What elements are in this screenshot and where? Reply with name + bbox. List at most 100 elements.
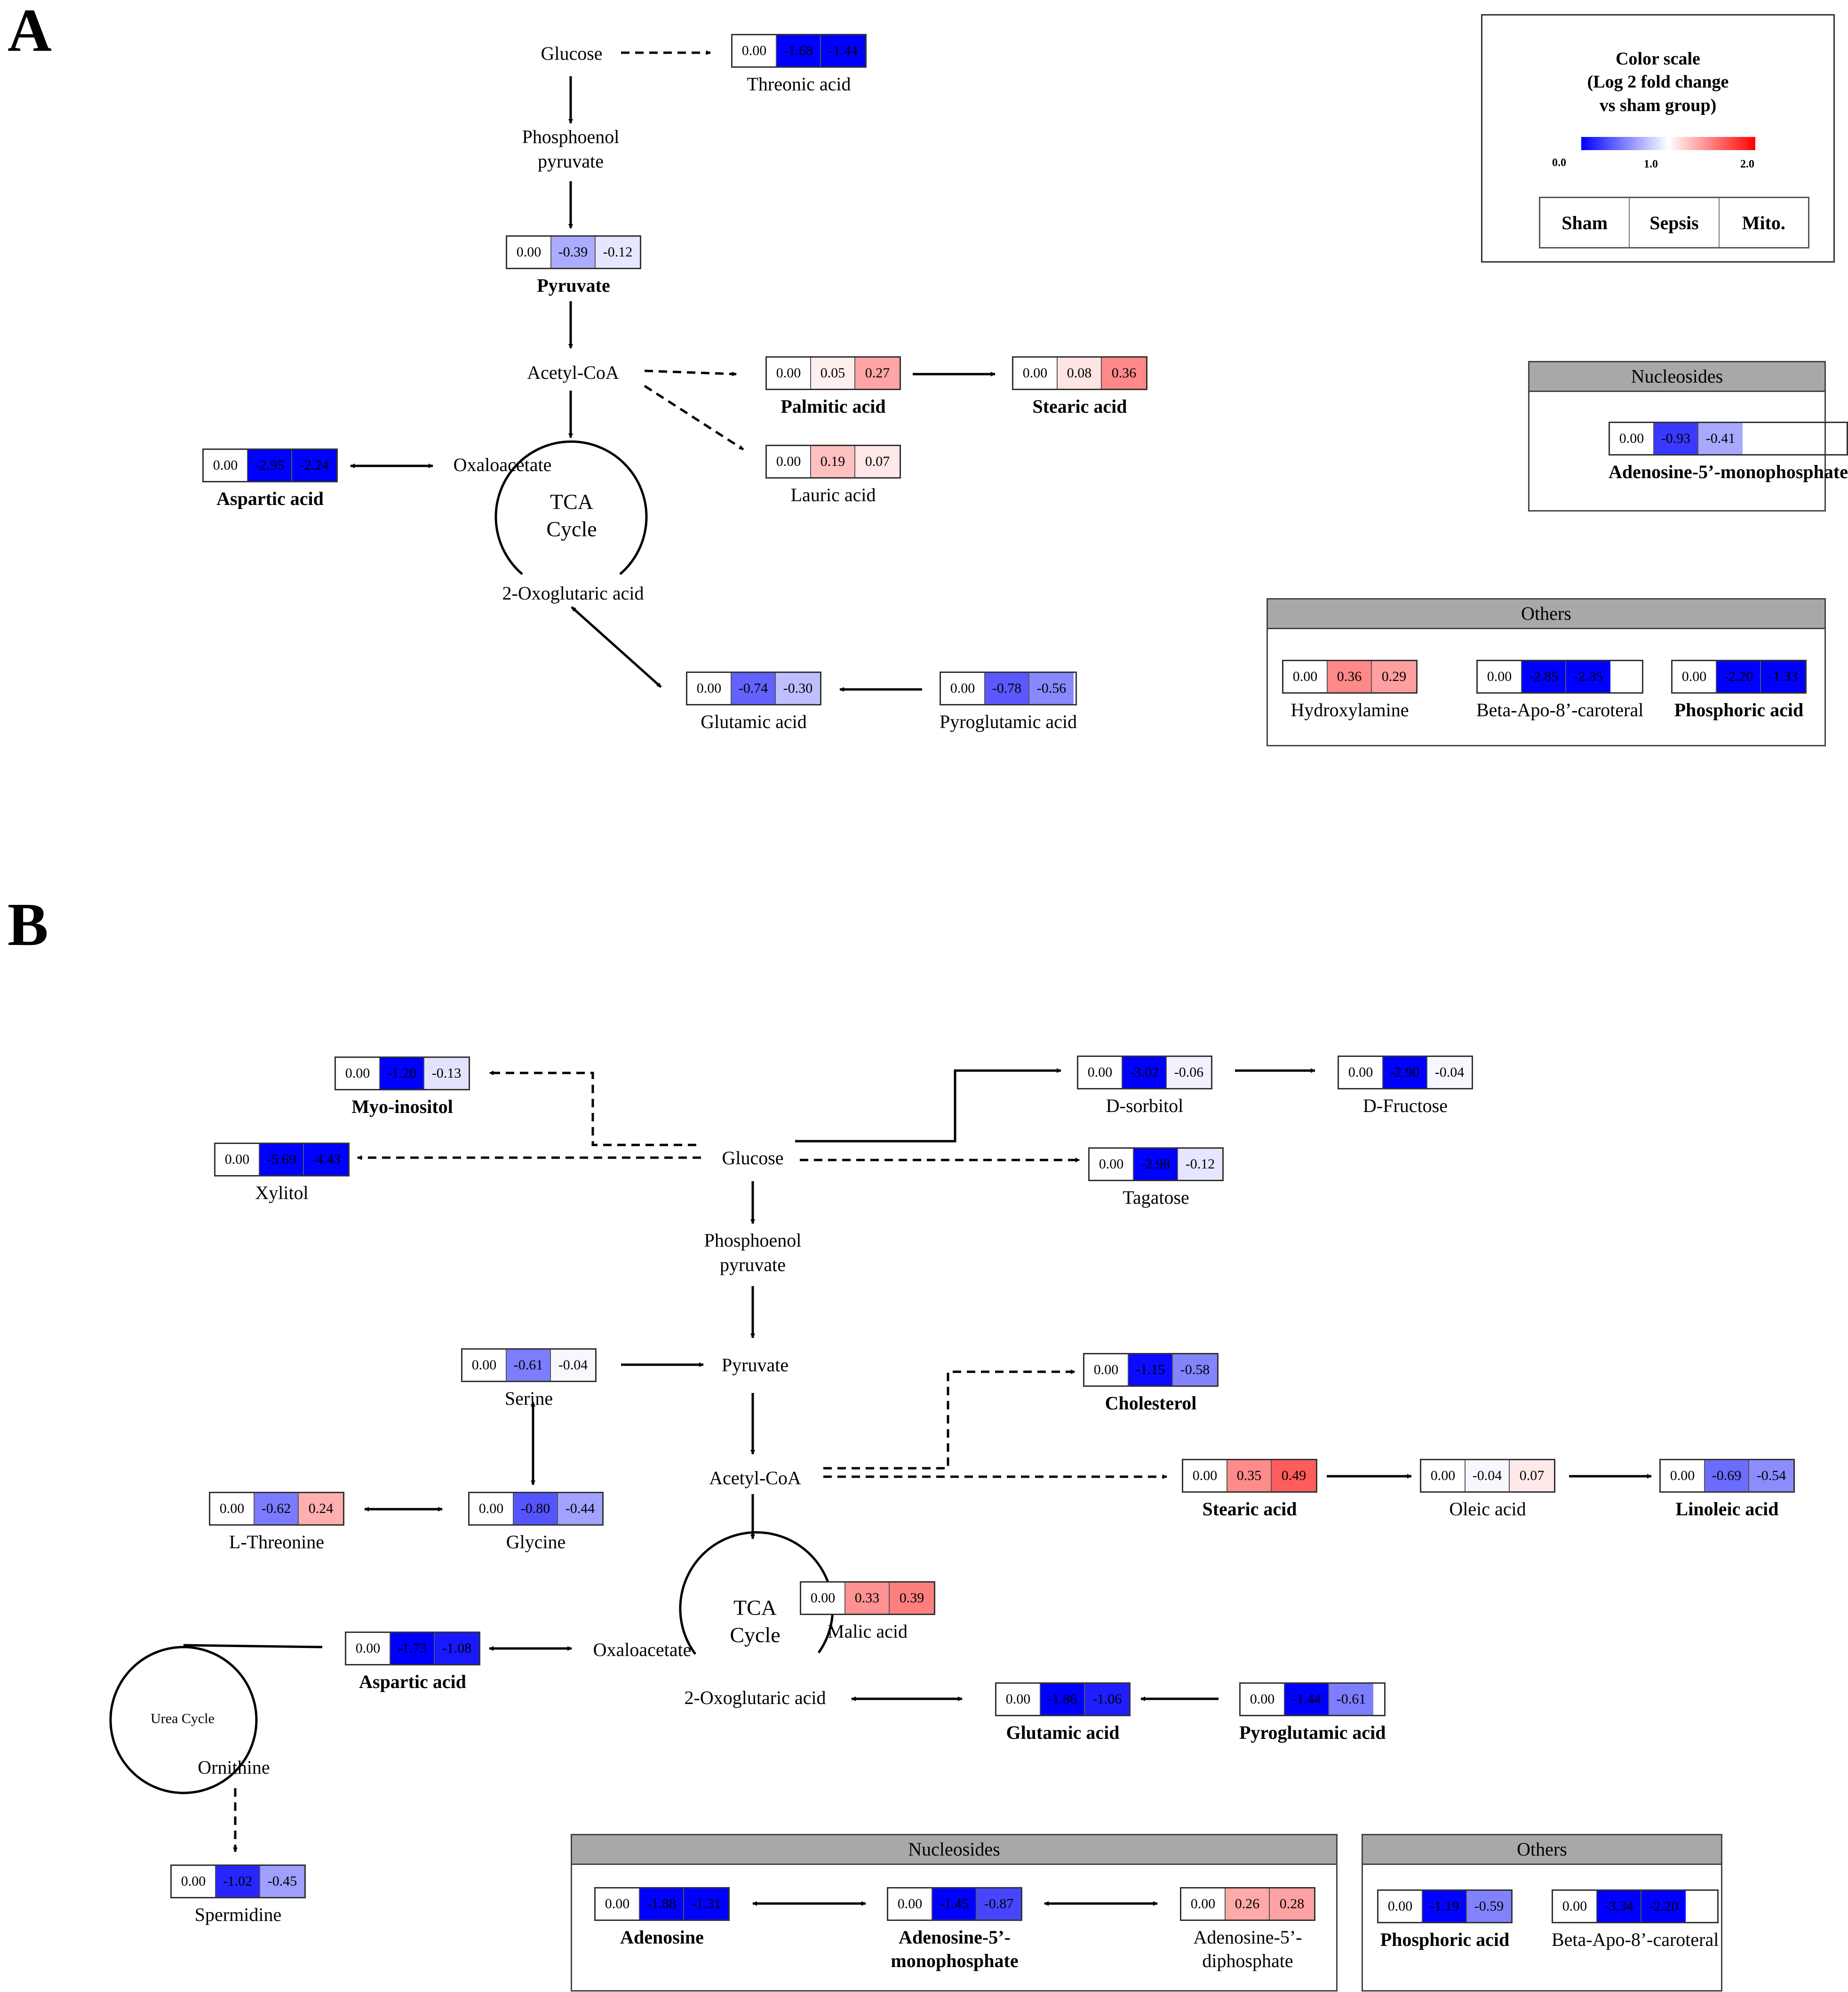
node-pyruvate-b: Pyruvate [721, 1354, 789, 1376]
heatmap-cell-sepsis: -2.95 [248, 450, 292, 481]
heatmap-cells: 0.00-1.68-1.44 [731, 34, 867, 68]
node-oxaloacetate-a: Oxaloacetate [453, 454, 552, 475]
group-nucleosides-b: Nucleosides [571, 1834, 1338, 1992]
heatmap-cell-sepsis: -3.34 [1597, 1891, 1641, 1922]
node-oxoglutaric-b: 2-Oxoglutaric acid [684, 1687, 826, 1708]
heatmap-cell-mito: 0.07 [855, 446, 900, 477]
metabolite-label: Hydroxylamine [1290, 699, 1409, 720]
heatmap-cells: 0.00-2.95-2.24 [202, 448, 338, 482]
heatmap-cells: 0.00-1.73-1.08 [345, 1632, 480, 1665]
heatmap-cells: 0.00-1.45-0.87 [887, 1887, 1022, 1921]
heatmap-cell-sepsis: -0.04 [1466, 1460, 1510, 1491]
metabolite-label: Glutamic acid [1006, 1722, 1120, 1743]
heatmap-cell-sepsis: -1.20 [380, 1058, 424, 1089]
metabolite-label: Pyruvate [537, 275, 610, 296]
metabolite-label: Serine [504, 1388, 553, 1409]
heatmap-cell-mito: 0.27 [855, 358, 900, 389]
group-title-others-a: Others [1268, 600, 1824, 629]
metabolite-label: Stearic acid [1202, 1498, 1297, 1520]
heatmap-cell-mito: -0.06 [1167, 1057, 1211, 1088]
heatmap-cell-sham: 0.00 [1283, 661, 1328, 692]
heatmap-cell-mito: -0.12 [1178, 1149, 1222, 1180]
heatmap-cell-sham: 0.00 [1241, 1684, 1285, 1715]
heatmap-cells: 0.00-1.19-0.59 [1377, 1889, 1513, 1923]
heatmap-cell-sepsis: -0.62 [255, 1493, 299, 1524]
heatmap-cells: 0.00-0.80-0.44 [468, 1492, 604, 1526]
metabolite-label: Adenosine-5’-monophosphate [1609, 461, 1848, 482]
heatmap-cells: 0.00-2.98-0.12 [1088, 1147, 1224, 1181]
heatmap-cells: 0.00-0.61-0.04 [461, 1348, 597, 1382]
metabolite-label: Beta-Apo-8’-caroteral [1476, 699, 1644, 720]
heatmap-cell-sepsis: 0.35 [1227, 1460, 1272, 1491]
heatmap-cell-sepsis: 0.19 [811, 446, 855, 477]
heatmap-cell-mito: 0.36 [1102, 358, 1146, 389]
metabolite-label: Oleic acid [1449, 1498, 1526, 1520]
heatmap-cell-sham: 0.00 [1673, 661, 1717, 692]
heatmap-cells: 0.00-1.02-0.45 [170, 1864, 306, 1898]
edge-oxoglutaric-glutamic [571, 606, 662, 688]
node-glucose-b: Glucose [722, 1147, 784, 1168]
heatmap-cell-sepsis: -0.78 [985, 673, 1029, 704]
heatmap-cell-sham: 0.00 [210, 1493, 255, 1524]
metabolite-label: Adenosine-5’- monophosphate [891, 1927, 1019, 1971]
metabolite-label: Phosphoric acid [1380, 1929, 1510, 1950]
heatmap-cell-sham: 0.00 [336, 1058, 380, 1089]
heatmap-cell-sepsis: -1.86 [1041, 1684, 1085, 1715]
heatmap-cell-sepsis: -2.85 [1522, 661, 1566, 692]
heatmap-cells: 0.00-2.85-2.35 [1476, 660, 1644, 694]
edge-acetylcoa-cholesterol [823, 1369, 1075, 1470]
heatmap-cell-sepsis: 0.36 [1328, 661, 1372, 692]
group-nucleosides-a: Nucleosides [1528, 361, 1826, 512]
heatmap-cell-mito: -2.20 [1641, 1891, 1686, 1922]
metabolite-label: D-Fructose [1363, 1095, 1448, 1116]
group-others-b: Others [1362, 1834, 1722, 1992]
heatmap-cells: 0.00-2.90-0.04 [1338, 1056, 1473, 1089]
heatmap-cell-mito: -2.24 [292, 450, 336, 481]
color-scale-legend: Color scale (Log 2 fold change vs sham g… [1481, 14, 1835, 263]
legend-group-mito: Mito. [1742, 212, 1785, 233]
heatmap-cell-mito: -0.30 [776, 673, 820, 704]
heatmap-cell-sepsis: 0.26 [1226, 1888, 1270, 1920]
heatmap-cells: 0.00-2.20-1.33 [1671, 660, 1807, 694]
heatmap-cell-sepsis: -1.02 [216, 1866, 260, 1897]
panel-letter-b: B [8, 891, 48, 959]
heatmap-cell-sepsis: -0.80 [514, 1493, 558, 1524]
heatmap-cell-mito: -0.59 [1467, 1891, 1511, 1922]
group-title-nucleosides-a: Nucleosides [1529, 362, 1824, 392]
heatmap-cell-mito: -1.08 [435, 1633, 479, 1664]
node-acetylcoa-a: Acetyl-CoA [527, 362, 619, 383]
heatmap-cell-sham: 0.00 [507, 237, 551, 268]
legend-tick-mid: 1.0 [1644, 158, 1658, 170]
heatmap-cell-sham: 0.00 [204, 450, 248, 481]
group-title-nucleosides-b: Nucleosides [572, 1835, 1336, 1865]
heatmap-cell-sepsis: -0.69 [1705, 1460, 1749, 1491]
heatmap-cell-sepsis: -1.73 [390, 1633, 435, 1664]
heatmap-cell-sepsis: -1.68 [777, 35, 821, 66]
urea-cycle-label: Urea Cycle [151, 1711, 215, 1727]
metabolite-label: Pyroglutamic acid [1239, 1722, 1386, 1743]
heatmap-cell-sepsis: 0.05 [811, 358, 855, 389]
heatmap-cell-sham: 0.00 [1339, 1057, 1383, 1088]
metabolite-label: Pyroglutamic acid [940, 711, 1077, 732]
heatmap-cell-sham: 0.00 [462, 1350, 507, 1381]
heatmap-cell-sham: 0.00 [1078, 1057, 1123, 1088]
panel-letter-a: A [8, 0, 52, 64]
metabolite-label: Threonic acid [747, 73, 851, 95]
metabolite-label: Lauric acid [790, 484, 876, 505]
metabolite-label: Xylitol [255, 1182, 309, 1203]
node-pep-a: Phosphoenol pyruvate [522, 126, 620, 172]
